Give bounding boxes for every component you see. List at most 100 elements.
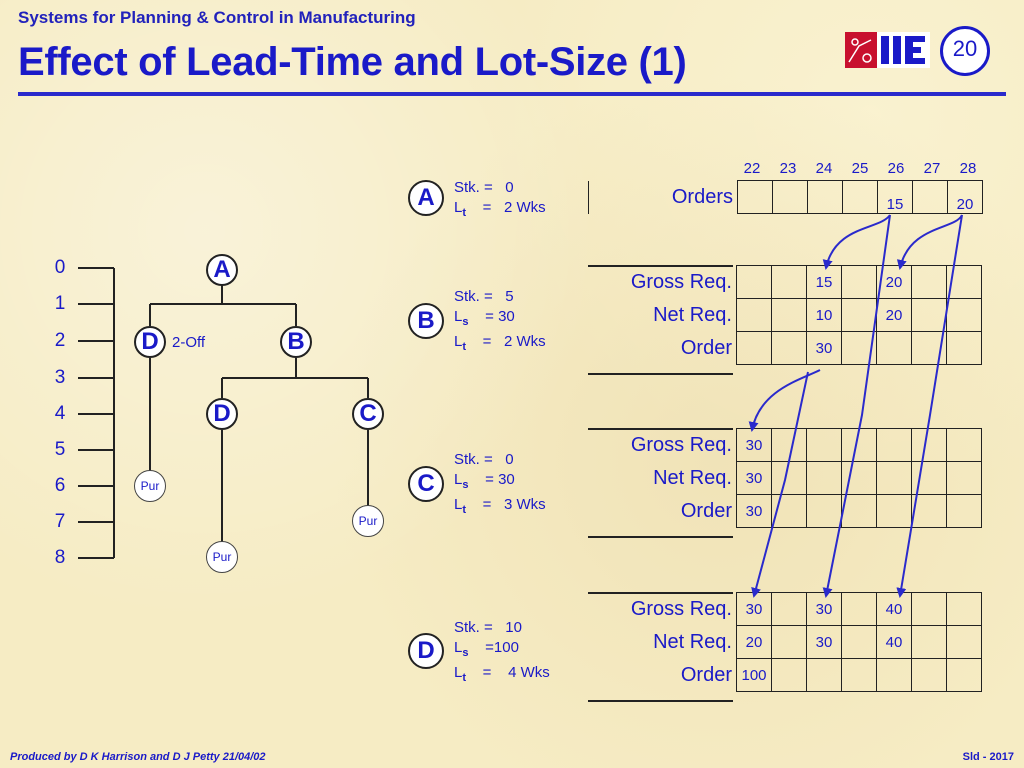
grid-cell	[736, 265, 772, 299]
grid-cell	[771, 592, 807, 626]
week-header: 24	[815, 160, 833, 177]
item-b-grid: Gross Req. 15 20 Net Req. 10 20 Order 30	[588, 265, 982, 365]
grid-cell	[771, 265, 807, 299]
bom-node-d-mid: D	[206, 398, 238, 430]
bom-node-c: C	[352, 398, 384, 430]
grid-cell	[841, 625, 877, 659]
stk-value: 10	[505, 619, 522, 636]
level-label: 1	[54, 293, 66, 314]
lt-label: L	[454, 664, 463, 681]
lt-label: L	[454, 496, 463, 513]
lt-value: 4 Wks	[508, 664, 550, 681]
level-label: 7	[54, 511, 66, 532]
grid-cell	[771, 428, 807, 462]
grid-cell	[911, 428, 947, 462]
grid-cell: 30	[806, 331, 842, 365]
ls-value: 30	[498, 308, 515, 325]
row-label-order: Order	[588, 658, 737, 692]
grid-cell	[806, 461, 842, 495]
item-a-params: Stk. = 0 Lt = 2 Wks	[454, 179, 546, 219]
item-d-grid: Gross Req. 30 30 40 Net Req. 20 30 40 Or…	[588, 592, 982, 692]
arrow	[748, 369, 821, 432]
grid-rule	[588, 536, 733, 538]
level-label: 5	[54, 439, 66, 460]
title-underline	[18, 92, 1006, 96]
grid-cell	[946, 658, 982, 692]
stk-value: 0	[505, 451, 514, 468]
stk-label: Stk.	[454, 619, 480, 636]
item-c-params: Stk. = 0 Ls = 30 Lt = 3 Wks	[454, 451, 546, 516]
bom-node-d-left: D	[134, 326, 166, 358]
week-header: 23	[779, 160, 797, 177]
slide-number-badge: 20	[940, 26, 990, 76]
page-title: Effect of Lead-Time and Lot-Size (1)	[18, 40, 687, 84]
iie-logo	[845, 32, 930, 68]
stk-label: Stk.	[454, 288, 480, 305]
footer-slide-id: Sld - 2017	[962, 751, 1014, 763]
pur-node: Pur	[206, 541, 238, 573]
two-off-label: 2-Off	[172, 334, 206, 351]
grid-cell: 10	[806, 298, 842, 332]
ls-label: L	[454, 471, 463, 488]
level-label: 0	[54, 257, 66, 278]
lt-sub: t	[462, 341, 467, 353]
grid-cell: 20	[736, 625, 772, 659]
lt-label: L	[454, 333, 463, 350]
grid-cell	[736, 331, 772, 365]
item-c-node: C	[408, 466, 444, 502]
arrow	[822, 214, 891, 598]
grid-cell	[911, 592, 947, 626]
lt-label: L	[454, 199, 463, 216]
ls-sub: s	[462, 479, 469, 491]
item-a-grid: Orders 15 20	[588, 180, 983, 214]
grid-cell	[911, 494, 947, 528]
pur-node: Pur	[134, 470, 166, 502]
item-b-node: B	[408, 303, 444, 339]
grid-cell: 30	[736, 461, 772, 495]
header-subtitle: Systems for Planning & Control in Manufa…	[18, 8, 416, 27]
grid-cell	[771, 658, 807, 692]
lt-sub: t	[462, 504, 467, 516]
stk-label: Stk.	[454, 179, 480, 196]
item-b-params: Stk. = 5 Ls = 30 Lt = 2 Wks	[454, 288, 546, 353]
lt-value: 3 Wks	[503, 496, 546, 513]
level-label: 6	[54, 475, 66, 496]
week-header: 27	[923, 160, 941, 177]
row-label-net-req: Net Req.	[588, 298, 737, 332]
stk-value: 0	[505, 179, 514, 196]
item-d-node: D	[408, 633, 444, 669]
grid-cell: 20	[876, 298, 912, 332]
ls-sub: s	[462, 647, 469, 659]
grid-cell	[841, 265, 877, 299]
grid-cell	[946, 494, 982, 528]
footer-credit: Produced by D K Harrison and D J Petty 2…	[10, 751, 266, 763]
grid-cell	[876, 494, 912, 528]
row-label-gross-req: Gross Req.	[588, 265, 737, 299]
lt-value: 2 Wks	[503, 333, 546, 350]
grid-cell	[946, 461, 982, 495]
ls-sub: s	[462, 316, 469, 328]
grid-cell: 100	[736, 658, 772, 692]
bom-node-b: B	[280, 326, 312, 358]
row-label-order: Order	[588, 494, 737, 528]
grid-cell: 30	[736, 428, 772, 462]
row-label-gross-req: Gross Req.	[588, 592, 737, 626]
lt-sub: t	[462, 672, 467, 684]
week-header: 22	[743, 160, 761, 177]
row-label-orders: Orders	[588, 180, 738, 214]
arrow	[751, 371, 809, 598]
item-d-params: Stk. = 10 Ls =100 Lt = 4 Wks	[454, 619, 550, 684]
ls-label: L	[454, 639, 463, 656]
level-label: 3	[54, 367, 66, 388]
row-label-net-req: Net Req.	[588, 625, 737, 659]
grid-cell	[772, 180, 808, 214]
grid-cell	[911, 658, 947, 692]
grid-cell	[737, 180, 773, 214]
week-header: 28	[959, 160, 977, 177]
ls-value: 30	[498, 471, 515, 488]
bom-node-a: A	[206, 254, 238, 286]
grid-cell	[946, 331, 982, 365]
grid-cell: 20	[947, 180, 983, 214]
